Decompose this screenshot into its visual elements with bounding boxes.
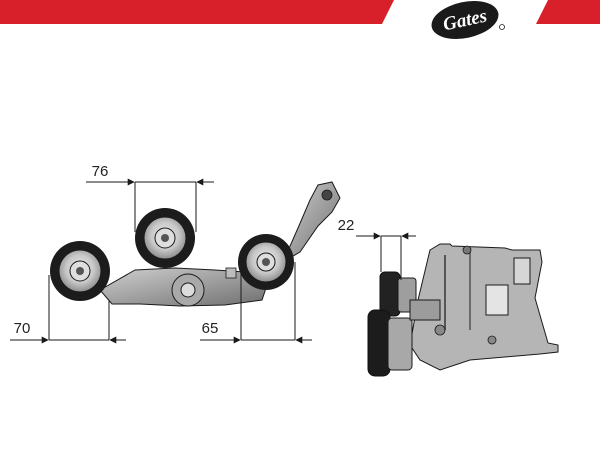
dimension-label-65: 65: [202, 320, 219, 337]
brand-logo: Gates: [431, 1, 505, 39]
dimension-label-76: 76: [92, 163, 109, 180]
dimension-label-70: 70: [14, 320, 31, 337]
dimension-70: 70: [10, 275, 126, 344]
side-view-lower-pulley: [367, 309, 391, 377]
dimension-65: 65: [200, 262, 312, 344]
tensioner-front-view: [50, 181, 341, 307]
header-red-band-right: [536, 0, 600, 24]
tensioner-hub-bolt: [180, 282, 196, 298]
side-view-slot: [513, 257, 531, 285]
dimension-22: 22: [338, 217, 416, 280]
left-idler-pulley: [50, 241, 110, 301]
right-idler-pulley: [238, 234, 294, 290]
side-view-upper-pulley: [379, 271, 401, 317]
side-view-bolt-top: [462, 245, 472, 255]
side-view-window: [485, 284, 509, 316]
tensioner-side-view: [367, 243, 559, 377]
tensioner-upper-arm: [281, 181, 341, 264]
header-red-band-left: [0, 0, 394, 24]
header-bar: [0, 0, 600, 24]
dimension-76: 76: [86, 163, 214, 232]
top-idler-pulley: [135, 208, 195, 268]
side-view-bolt-low: [487, 335, 497, 345]
arm-bolt-hole: [321, 189, 333, 201]
registered-mark-icon: [499, 24, 505, 30]
logo-oval: [431, 1, 499, 39]
tensioner-pin: [225, 267, 237, 279]
side-view-arm: [409, 299, 441, 321]
side-view-lower-pulley-face: [387, 317, 413, 371]
side-view-bolt-mid: [434, 324, 446, 336]
dimension-label-22: 22: [338, 217, 355, 234]
